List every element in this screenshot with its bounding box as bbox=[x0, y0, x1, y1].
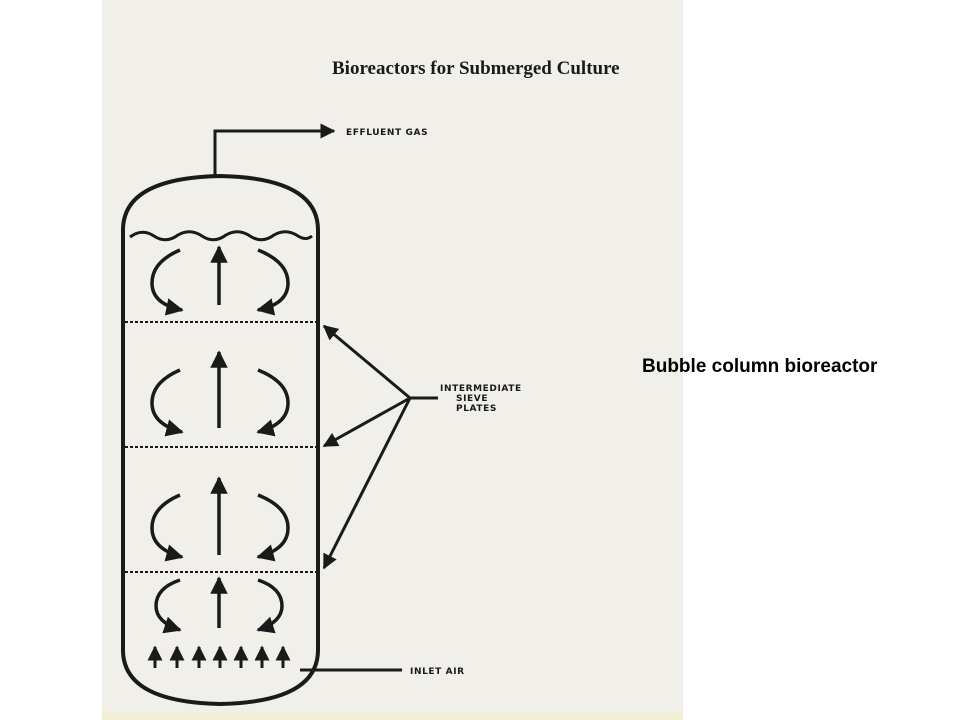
sieve-plates bbox=[125, 321, 316, 573]
left-circulation-arrow bbox=[154, 578, 182, 634]
stage-1-circulation bbox=[150, 245, 290, 316]
effluent-gas-label: EFFLUENT GAS bbox=[346, 128, 428, 138]
sieve-label-line-2: SIEVE bbox=[456, 394, 488, 404]
left-circulation-arrow bbox=[150, 368, 184, 437]
inlet-air-label: INLET AIR bbox=[410, 667, 465, 677]
sieve-plate-pointers bbox=[322, 324, 438, 570]
stage-2-circulation bbox=[150, 350, 290, 437]
left-circulation-arrow bbox=[150, 248, 184, 316]
column-vessel bbox=[121, 173, 320, 707]
effluent-gas-pipe bbox=[213, 123, 336, 176]
inlet-air-arrows bbox=[147, 645, 291, 668]
sieve-label-line-1: INTERMEDIATE bbox=[440, 384, 522, 394]
sieve-label-line-3: PLATES bbox=[456, 404, 497, 414]
left-circulation-arrow bbox=[150, 493, 184, 562]
right-circulation-arrow bbox=[256, 368, 290, 437]
slide-caption: Bubble column bioreactor bbox=[642, 356, 878, 377]
pointer-arrow bbox=[322, 397, 412, 570]
liquid-surface bbox=[129, 230, 313, 242]
scanned-page bbox=[102, 0, 683, 720]
right-circulation-arrow bbox=[256, 578, 284, 634]
stage-4-circulation bbox=[154, 576, 284, 634]
scan-edge bbox=[102, 712, 683, 720]
right-circulation-arrow bbox=[256, 248, 290, 316]
book-title: Bioreactors for Submerged Culture bbox=[332, 58, 620, 79]
pointer-arrow bbox=[322, 396, 411, 448]
pointer-arrow bbox=[322, 324, 411, 400]
right-circulation-arrow bbox=[256, 493, 290, 562]
stage-3-circulation bbox=[150, 476, 290, 562]
